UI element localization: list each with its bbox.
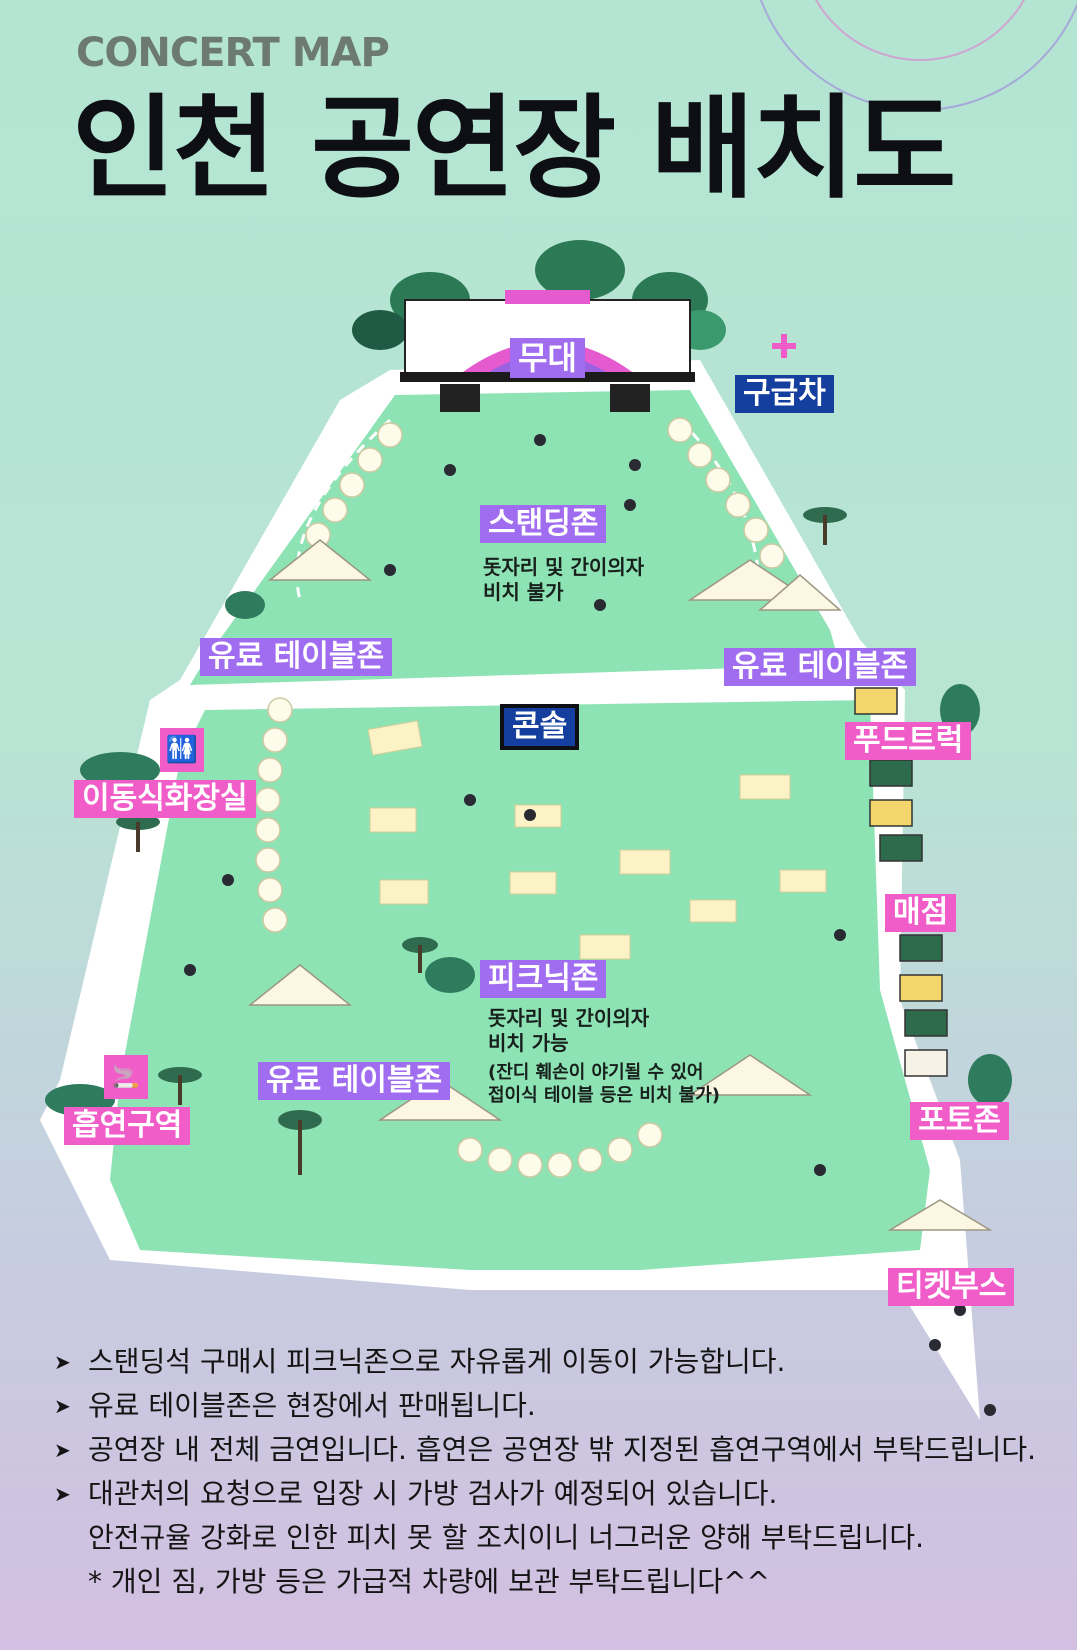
notice-text: 유료 테이블존은 현장에서 판매됩니다. [88,1389,536,1422]
food-truck-label: 푸드트럭 [845,722,972,760]
person-icon [184,434,996,1416]
notice-item: ➤ 대관처의 요청으로 입장 시 가방 검사가 예정되어 있습니다. [50,1472,1060,1516]
umbrella-row [255,417,785,1178]
notice-text: 공연장 내 전체 금연입니다. 흡연은 공연장 밖 지정된 흡연구역에서 부탁드… [88,1433,1036,1466]
decor-arc [814,0,1026,61]
notice-item: ➤ 스탠딩석 구매시 피크닉존으로 자유롭게 이동이 가능합니다. [50,1340,1060,1384]
tree-icon [116,507,847,1175]
ambulance-label: 구급차 [735,375,834,413]
restroom-label: 이동식화장실 [74,780,256,818]
photo-zone-label: 포토존 [910,1102,1009,1140]
paid-table-zone-label: 유료 테이블존 [724,648,917,686]
paid-table-zone-label: 유료 테이블존 [258,1062,451,1100]
bullet-arrow-icon: ➤ [54,1438,71,1462]
standing-zone-note: 돗자리 및 간이의자 비치 불가 [483,555,645,604]
bullet-arrow-icon: ➤ [54,1394,71,1418]
decor-arc [759,0,1077,111]
bullet-arrow-icon: ➤ [54,1482,71,1506]
notice-text: 스탠딩석 구매시 피크닉존으로 자유롭게 이동이 가능합니다. [88,1345,786,1378]
picnic-zone-label: 피크닉존 [480,960,607,998]
notice-text: 대관처의 요청으로 입장 시 가방 검사가 예정되어 있습니다. [88,1477,778,1510]
notice-item: ➤ 공연장 내 전체 금연입니다. 흡연은 공연장 밖 지정된 흡연구역에서 부… [50,1428,1060,1472]
shop-label: 매점 [885,894,957,932]
picnic-zone-note: 돗자리 및 간이의자 비치 가능 [488,1006,650,1055]
notice-list: ➤ 스탠딩석 구매시 피크닉존으로 자유롭게 이동이 가능합니다. ➤ 유료 테… [50,1340,1060,1604]
boundary-dash [678,418,762,601]
medical-cross-icon [772,334,796,358]
notice-continuation: 안전규율 강화로 인한 피치 못 할 조치이니 너그러운 양해 부탁드립니다. [88,1521,925,1554]
map-eyebrow: CONCERT MAP [76,30,390,76]
stage-label: 무대 [510,338,585,378]
smoking-area-label: 흡연구역 [64,1107,191,1145]
page-title: 인천 공연장 배치도 [72,84,956,214]
food-truck-icon [854,687,948,1077]
picnic-mat [367,720,827,960]
paid-table-zone-label: 유료 테이블존 [200,638,393,676]
console-label: 콘솔 [500,704,580,750]
standing-zone-label: 스탠딩존 [480,505,607,543]
restroom-icon: 🚻 [160,728,204,772]
bullet-arrow-icon: ➤ [54,1350,71,1374]
smoking-icon: 🚬 [104,1055,148,1099]
tent-icon [247,539,993,1231]
notice-item: ➤ 유료 테이블존은 현장에서 판매됩니다. [50,1384,1060,1428]
ticket-booth-label: 티켓부스 [888,1268,1015,1306]
picnic-zone-subnote: (잔디 훼손이 야기될 수 있어 접이식 테이블 등은 비치 불가) [488,1062,721,1106]
notice-footnote: * 개인 짐, 가방 등은 가급적 차량에 보관 부탁드립니다^^ [88,1565,770,1598]
